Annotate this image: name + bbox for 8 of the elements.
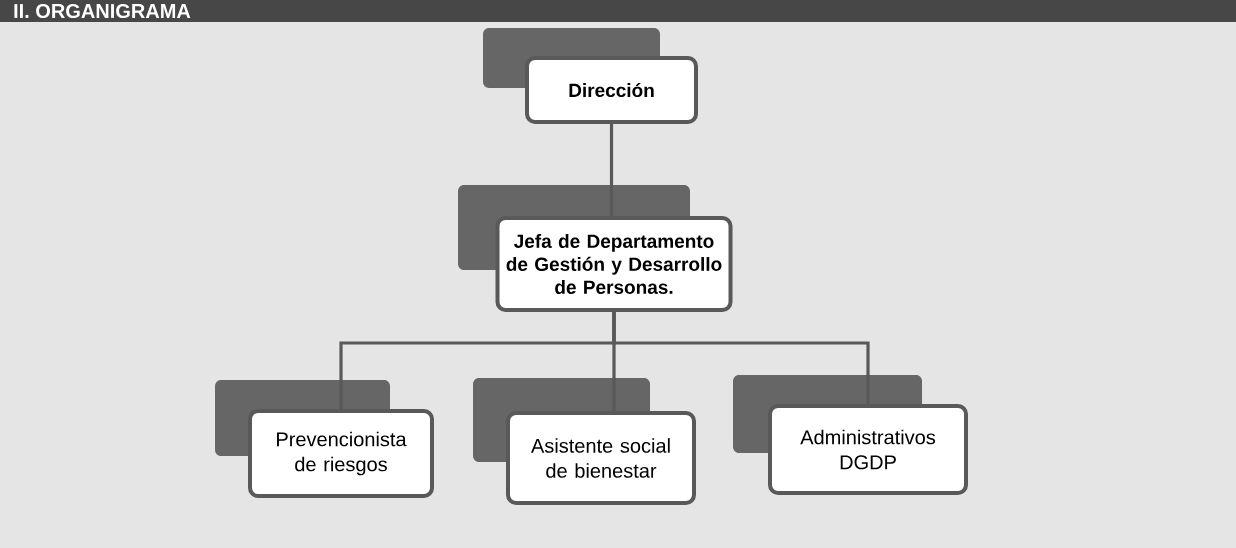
connector-line [609, 124, 614, 216]
org-box: Administrativos DGDP [733, 375, 968, 495]
connector-line [612, 312, 870, 404]
org-box: Dirección [483, 28, 698, 124]
org-box: Asistente social de bienestar [473, 378, 696, 505]
org-box: Jefa de Departamento de Gestión y Desarrollo de Personas. [458, 185, 733, 312]
org-box: Prevencionista de riesgos [215, 380, 434, 498]
title-bar: II. ORGANIGRAMA [0, 0, 1236, 22]
